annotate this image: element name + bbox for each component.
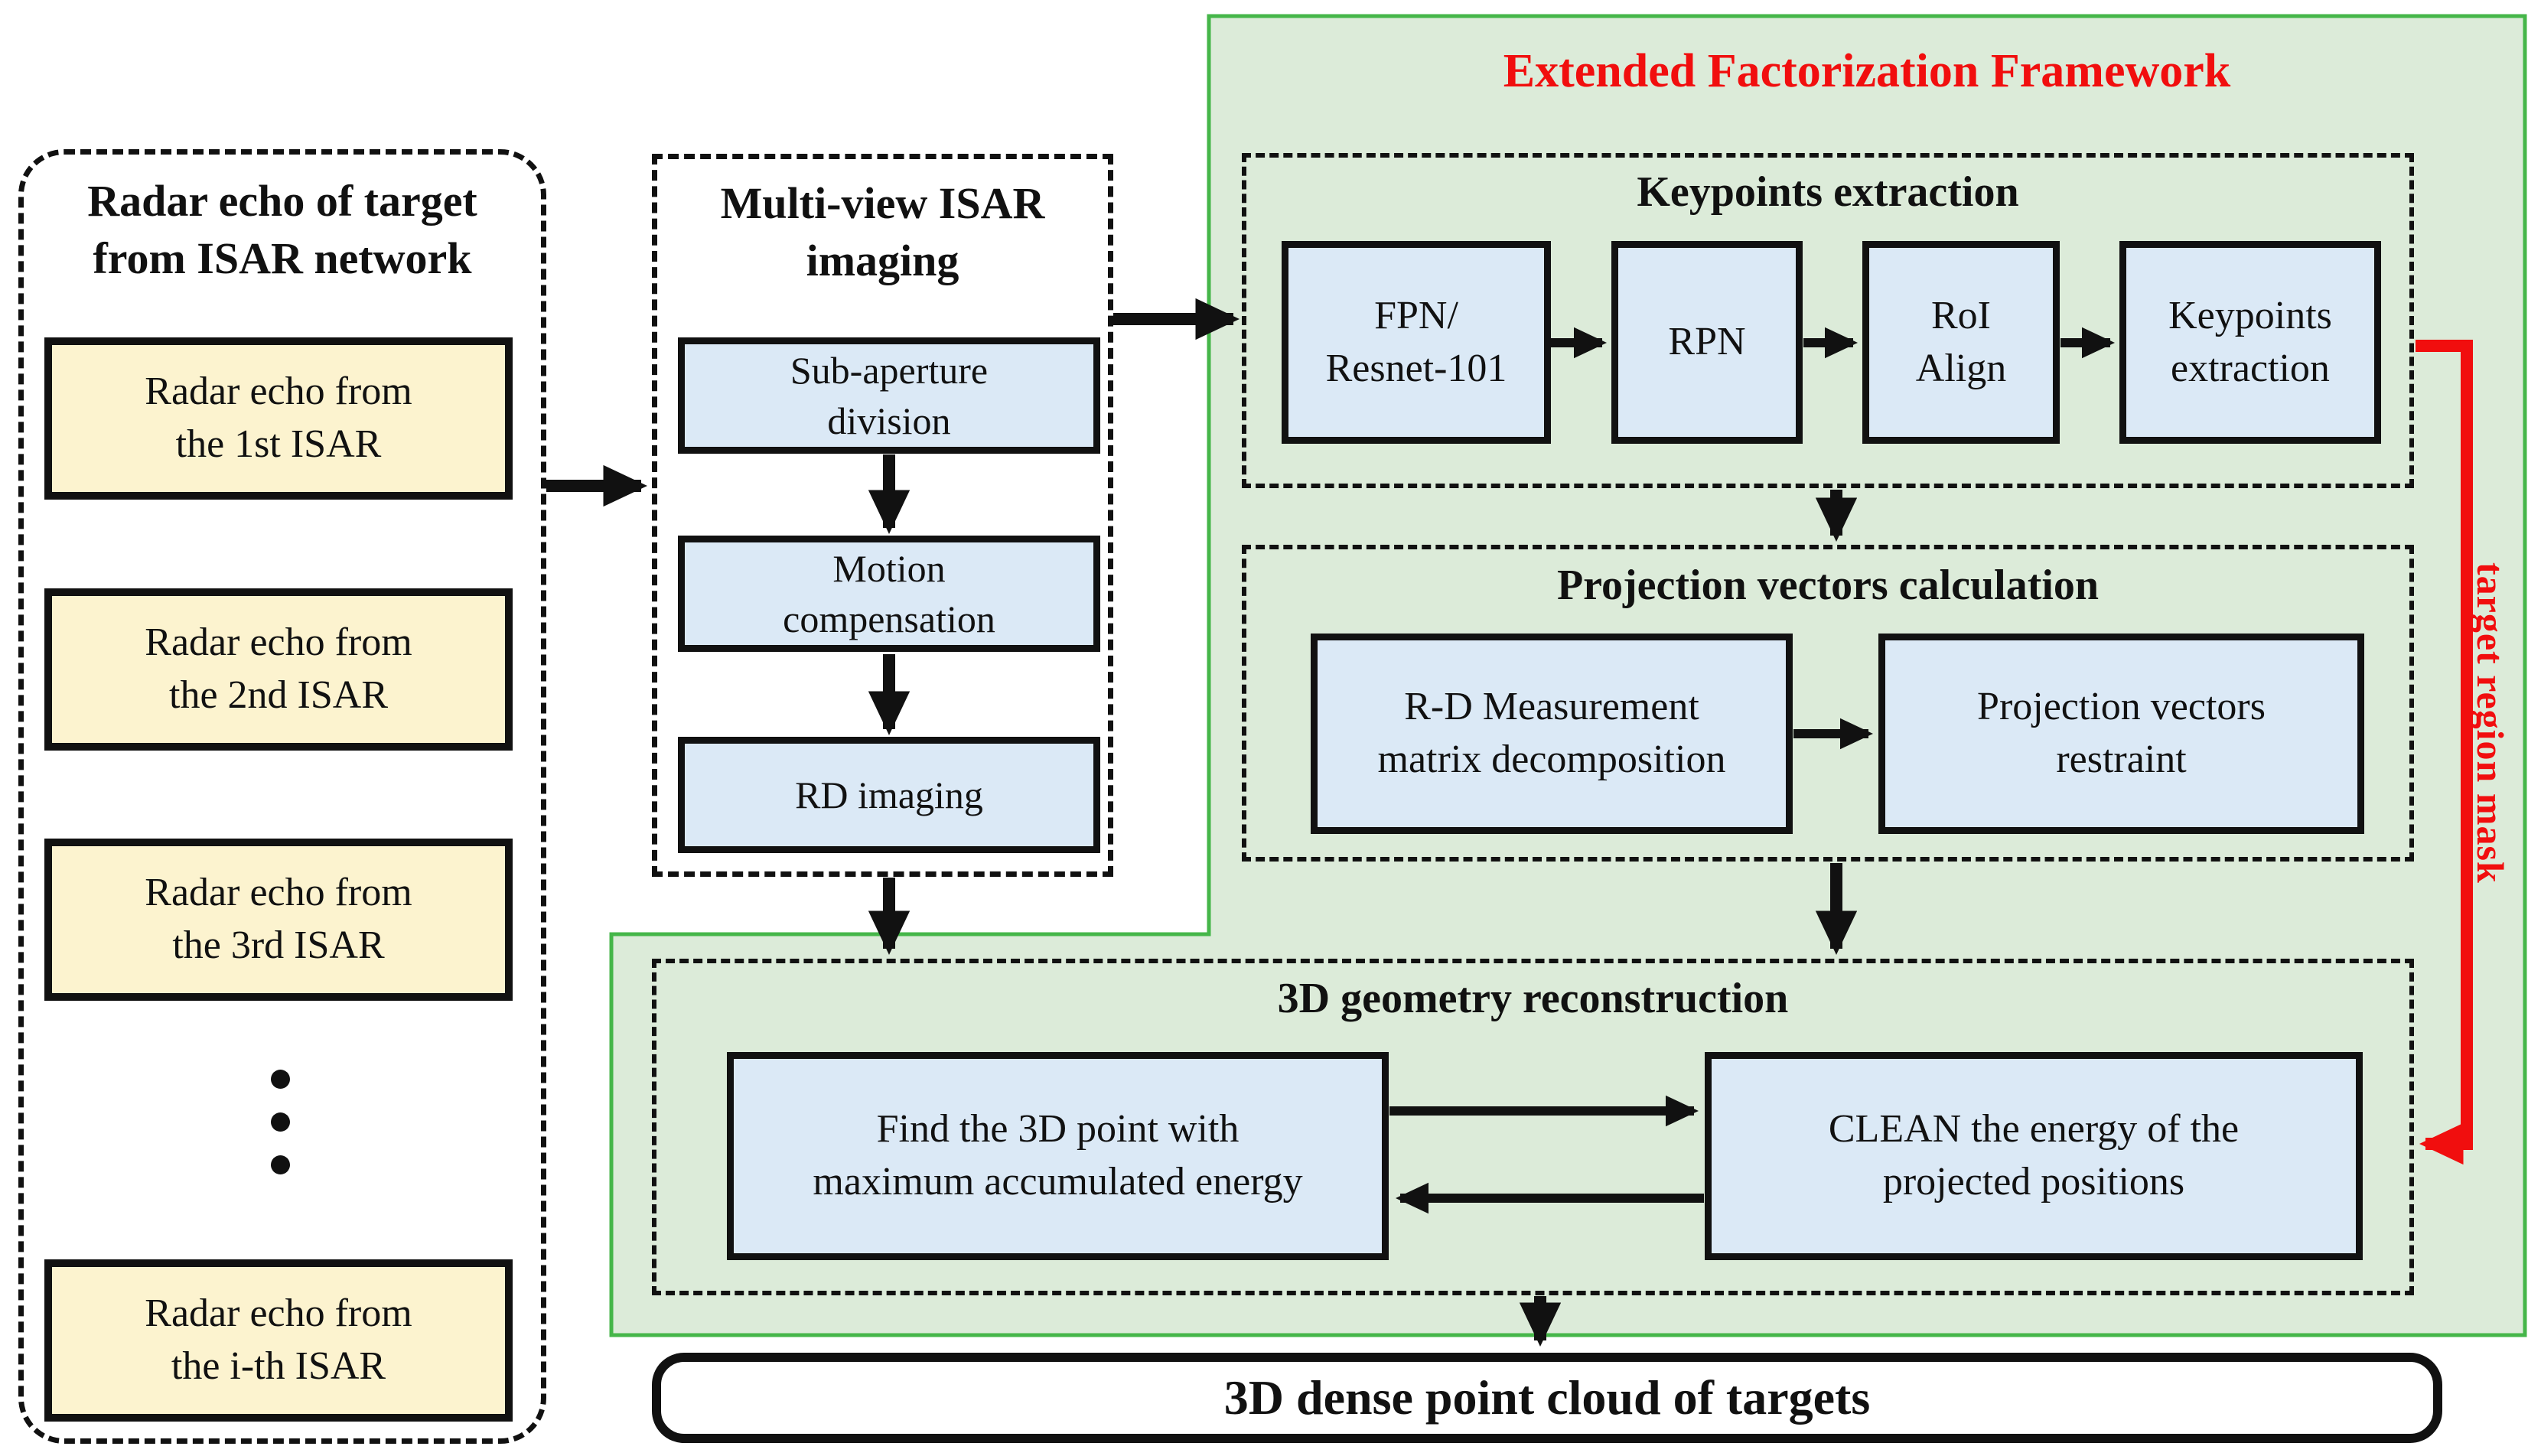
- radar-echo-panel: [18, 149, 546, 1444]
- rpn-box: RPN: [1611, 241, 1803, 444]
- framework-title: Extended Factorization Framework: [1503, 45, 2231, 97]
- ellipsis-icon: [271, 1070, 290, 1198]
- arrow-target-region-mask-feedback: [2416, 340, 2473, 1165]
- roi-align-box: RoI Align: [1862, 241, 2060, 444]
- rd-matrix-decomposition-box: R-D Measurement matrix decomposition: [1311, 634, 1793, 834]
- radar-echo-box-i: Radar echo from the i-th ISAR: [44, 1259, 513, 1422]
- fpn-resnet-box: FPN/ Resnet-101: [1282, 241, 1551, 444]
- motion-compensation-box: Motion compensation: [678, 536, 1100, 652]
- output-bar: 3D dense point cloud of targets: [652, 1353, 2442, 1443]
- keypoints-extraction-box: Keypoints extraction: [2119, 241, 2381, 444]
- radar-echo-box-2: Radar echo from the 2nd ISAR: [44, 588, 513, 751]
- radar-echo-box-1: Radar echo from the 1st ISAR: [44, 337, 513, 500]
- radar-echo-panel-title: Radar echo of target from ISAR network: [87, 176, 477, 284]
- sub-aperture-division-box: Sub-aperture division: [678, 337, 1100, 454]
- rd-imaging-box: RD imaging: [678, 737, 1100, 853]
- clean-energy-box: CLEAN the energy of the projected positi…: [1705, 1052, 2363, 1260]
- reconstruction-section-title: 3D geometry reconstruction: [1277, 975, 1789, 1022]
- keypoints-section-title: Keypoints extraction: [1637, 168, 2019, 216]
- find-3d-point-box: Find the 3D point with maximum accumulat…: [727, 1052, 1389, 1260]
- target-region-mask-label: target region mask: [2469, 562, 2512, 884]
- imaging-panel-title: Multi-view ISAR imaging: [720, 178, 1045, 286]
- radar-echo-box-3: Radar echo from the 3rd ISAR: [44, 839, 513, 1001]
- projection-vectors-restraint-box: Projection vectors restraint: [1878, 634, 2364, 834]
- projection-section-title: Projection vectors calculation: [1556, 562, 2100, 609]
